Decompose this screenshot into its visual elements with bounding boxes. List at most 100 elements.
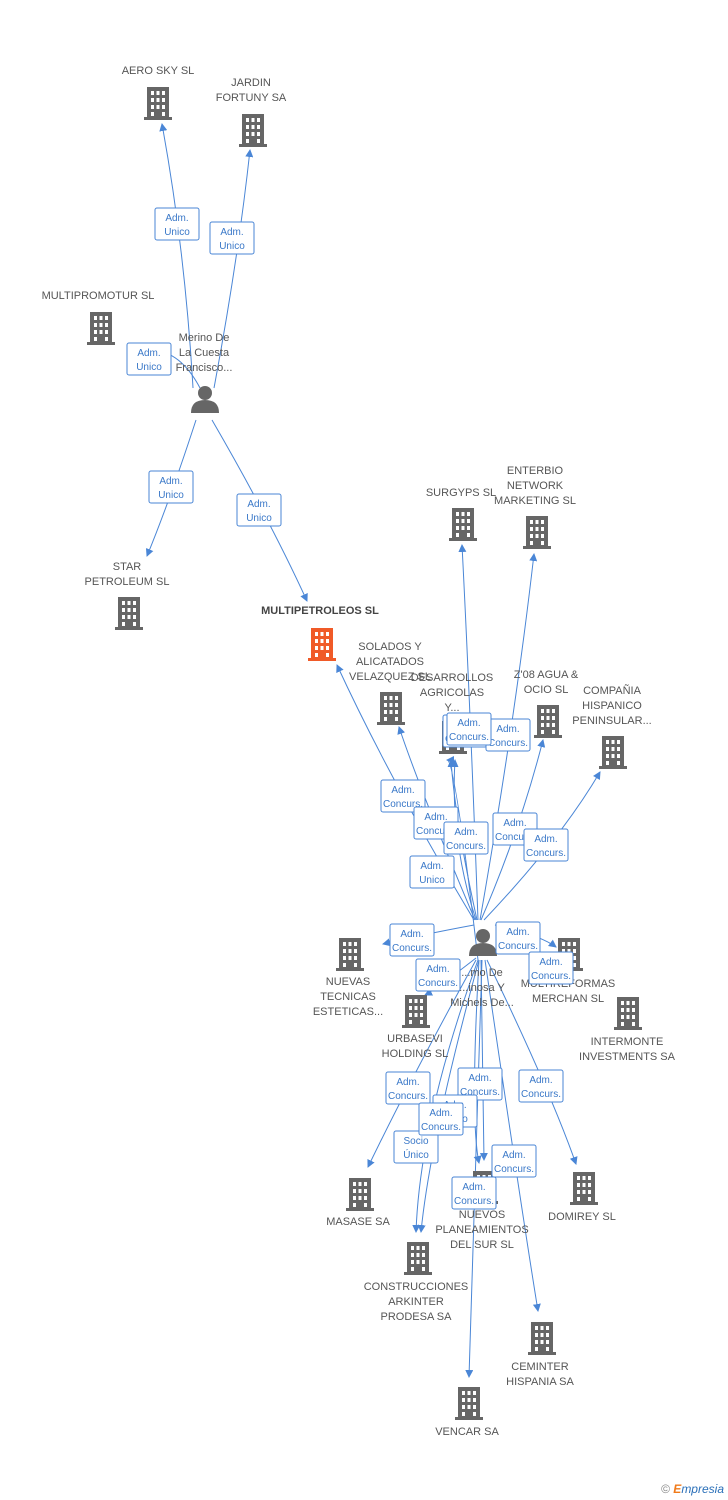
building-icon[interactable] bbox=[614, 997, 642, 1030]
node-label[interactable]: ARKINTER bbox=[388, 1296, 444, 1308]
building-icon[interactable] bbox=[239, 114, 267, 147]
building-icon[interactable] bbox=[87, 312, 115, 345]
role-badge[interactable]: Adm.Unico bbox=[126, 342, 172, 376]
role-badge-box[interactable] bbox=[451, 1176, 497, 1210]
role-badge[interactable]: Adm.Unico bbox=[409, 855, 455, 889]
node-label[interactable]: STAR bbox=[113, 561, 142, 573]
node-label[interactable]: NUEVAS bbox=[326, 976, 370, 988]
building-icon[interactable] bbox=[449, 508, 477, 541]
role-badge[interactable]: Adm.Concurs. bbox=[389, 923, 435, 957]
building-icon[interactable] bbox=[115, 597, 143, 630]
role-badge[interactable]: Adm.Unico bbox=[236, 493, 282, 527]
node-label[interactable]: PLANEAMIENTOS bbox=[435, 1224, 528, 1236]
building-icon[interactable] bbox=[308, 628, 336, 661]
node-nuevos[interactable]: NUEVOS PLANEAMIENTOS DEL SUR SL bbox=[435, 1171, 529, 1251]
role-badge-box[interactable] bbox=[491, 1144, 537, 1178]
building-icon[interactable] bbox=[534, 705, 562, 738]
node-desarrollos[interactable]: DESARROLLOS AGRICOLAS Y... bbox=[411, 672, 494, 754]
node-label[interactable]: JARDIN bbox=[231, 77, 271, 89]
node-label[interactable]: MERCHAN SL bbox=[532, 993, 604, 1005]
node-label[interactable]: MULTIPETROLEOS SL bbox=[261, 605, 379, 617]
node-label[interactable]: ...mo De bbox=[461, 967, 503, 979]
node-multipromotur[interactable]: MULTIPROMOTUR SL bbox=[42, 290, 155, 345]
building-icon[interactable] bbox=[402, 995, 430, 1028]
role-badge-box[interactable] bbox=[528, 951, 574, 985]
node-label[interactable]: HOLDING SL bbox=[382, 1048, 449, 1060]
node-intermonte[interactable]: INTERMONTE INVESTMENTS SA bbox=[579, 997, 676, 1063]
role-badge[interactable]: Adm.Unico bbox=[209, 221, 255, 255]
node-label[interactable]: VENCAR SA bbox=[435, 1426, 499, 1438]
building-icon[interactable] bbox=[599, 736, 627, 769]
role-badge[interactable]: Adm.Unico bbox=[148, 470, 194, 504]
node-label[interactable]: DEL SUR SL bbox=[450, 1239, 514, 1251]
node-label[interactable]: ...inosa Y bbox=[459, 982, 505, 994]
role-badge[interactable]: Adm.Concurs. bbox=[380, 779, 426, 813]
node-compania[interactable]: COMPAÑIA HISPANICO PENINSULAR... bbox=[572, 684, 652, 769]
person-icon[interactable] bbox=[469, 929, 497, 956]
role-badge-box[interactable] bbox=[380, 779, 426, 813]
node-label[interactable]: MASASE SA bbox=[326, 1216, 390, 1228]
role-badge[interactable]: Adm.Concurs. bbox=[523, 828, 569, 862]
node-label[interactable]: OCIO SL bbox=[524, 684, 569, 696]
node-label[interactable]: DESARROLLOS bbox=[411, 672, 494, 684]
node-label[interactable]: AGRICOLAS bbox=[420, 687, 484, 699]
role-badge[interactable]: Adm.Concurs. bbox=[457, 1067, 503, 1101]
role-badge-box[interactable] bbox=[415, 958, 461, 992]
building-icon[interactable] bbox=[528, 1322, 556, 1355]
role-badge[interactable]: Adm.Unico bbox=[154, 207, 200, 241]
node-urbasevi[interactable]: URBASEVI HOLDING SL bbox=[382, 995, 449, 1060]
node-label[interactable]: Y... bbox=[444, 702, 459, 714]
role-badge[interactable]: Adm.Concurs. bbox=[418, 1102, 464, 1136]
node-label[interactable]: Michels De... bbox=[450, 997, 514, 1009]
role-badge[interactable]: Adm.Concurs. bbox=[495, 921, 541, 955]
building-icon[interactable] bbox=[523, 516, 551, 549]
role-badge-box[interactable] bbox=[457, 1067, 503, 1101]
role-badge-box[interactable] bbox=[446, 712, 492, 746]
node-z08[interactable]: Z'08 AGUA &OCIO SL bbox=[514, 669, 579, 738]
role-badge[interactable]: Adm.Concurs. bbox=[451, 1176, 497, 1210]
role-badge[interactable]: Adm.Concurs. bbox=[385, 1071, 431, 1105]
building-icon[interactable] bbox=[570, 1172, 598, 1205]
role-badge[interactable]: Adm.Concurs. bbox=[491, 1144, 537, 1178]
node-surgyps[interactable]: SURGYPS SL bbox=[426, 487, 496, 541]
node-label[interactable]: La Cuesta bbox=[179, 347, 230, 359]
node-label[interactable]: SURGYPS SL bbox=[426, 487, 496, 499]
node-label[interactable]: PENINSULAR... bbox=[572, 715, 651, 727]
role-badge[interactable]: Adm.Concurs. bbox=[485, 718, 531, 752]
role-badge-box[interactable] bbox=[154, 207, 200, 241]
building-icon[interactable] bbox=[404, 1242, 432, 1275]
role-badge[interactable]: Adm.Concurs. bbox=[415, 958, 461, 992]
node-label[interactable]: MARKETING SL bbox=[494, 495, 576, 507]
building-icon[interactable] bbox=[336, 938, 364, 971]
node-vencar[interactable]: VENCAR SA bbox=[435, 1387, 499, 1438]
role-badge-box[interactable] bbox=[393, 1130, 439, 1164]
node-label[interactable]: ENTERBIO bbox=[507, 465, 564, 477]
node-label[interactable]: VELAZQUEZ SL bbox=[349, 671, 431, 683]
node-label[interactable]: NUEVOS bbox=[459, 1209, 505, 1221]
node-label[interactable]: INVESTMENTS SA bbox=[579, 1051, 676, 1063]
role-badge-box[interactable] bbox=[209, 221, 255, 255]
node-label[interactable]: COMPAÑIA bbox=[583, 684, 642, 697]
building-icon[interactable] bbox=[377, 692, 405, 725]
role-badge-box[interactable] bbox=[523, 828, 569, 862]
node-label[interactable]: TECNICAS bbox=[320, 991, 376, 1003]
node-label[interactable]: DOMIREY SL bbox=[548, 1211, 616, 1223]
role-badge-box[interactable] bbox=[126, 342, 172, 376]
node-label[interactable]: URBASEVI bbox=[387, 1033, 443, 1045]
node-masase[interactable]: MASASE SA bbox=[326, 1178, 390, 1228]
building-icon[interactable] bbox=[455, 1387, 483, 1420]
node-label[interactable]: HISPANICO bbox=[582, 700, 642, 712]
node-label[interactable]: Francisco... bbox=[176, 362, 233, 374]
role-badge[interactable]: Adm.Concurs. bbox=[518, 1069, 564, 1103]
node-label[interactable]: AERO SKY SL bbox=[122, 65, 195, 77]
node-label[interactable]: CEMINTER bbox=[511, 1361, 569, 1373]
node-label[interactable]: INTERMONTE bbox=[591, 1036, 664, 1048]
role-badge-box[interactable] bbox=[389, 923, 435, 957]
